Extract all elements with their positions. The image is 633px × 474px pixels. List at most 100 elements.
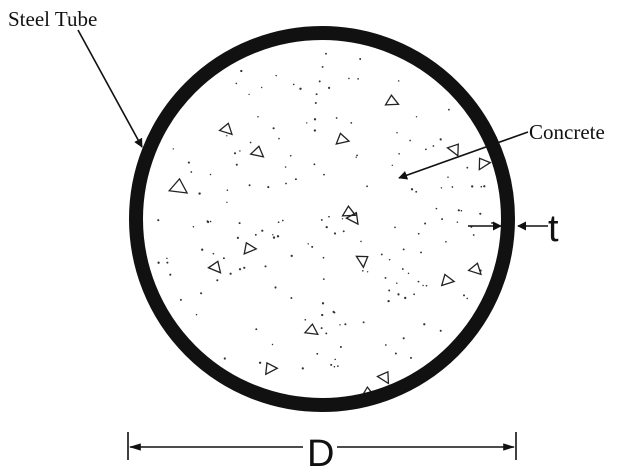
concrete-speckle	[397, 293, 400, 296]
aggregate-triangle	[355, 255, 369, 269]
concrete-speckle	[201, 248, 204, 251]
concrete-speckle	[238, 268, 242, 271]
concrete-speckle	[472, 234, 475, 236]
concrete-speckle	[192, 226, 195, 228]
concrete-speckle	[466, 166, 469, 169]
concrete-speckle	[417, 280, 420, 283]
concrete-speckle	[357, 78, 359, 80]
concrete-speckle	[157, 219, 160, 222]
concrete-speckle	[299, 87, 302, 90]
concrete-speckle	[179, 298, 182, 301]
concrete-speckle	[471, 185, 474, 188]
aggregate-triangle	[335, 132, 351, 145]
concrete-speckle	[272, 236, 276, 239]
concrete-speckle	[325, 52, 327, 55]
concrete-speckle	[233, 152, 237, 155]
concrete-speckle	[254, 233, 257, 236]
concrete-speckle	[417, 232, 420, 235]
concrete-speckle	[222, 257, 225, 260]
concrete-speckle	[424, 148, 427, 151]
concrete-speckle	[198, 192, 201, 195]
concrete-speckle	[284, 166, 287, 168]
concrete-speckle	[404, 296, 407, 300]
concrete-speckle	[402, 248, 405, 251]
concrete-speckle	[435, 207, 438, 210]
concrete-speckle	[432, 145, 435, 147]
concrete-speckle	[396, 282, 398, 284]
concrete-speckle	[333, 232, 337, 235]
aggregate-triangle	[478, 157, 492, 171]
concrete-speckle	[394, 226, 396, 229]
concrete-speckle	[281, 219, 284, 222]
concrete-speckle	[398, 152, 400, 155]
concrete-speckle	[320, 218, 323, 221]
concrete-speckle	[321, 302, 325, 305]
concrete-speckle	[362, 321, 365, 324]
concrete-speckle	[226, 135, 228, 137]
concrete-speckle	[410, 188, 414, 191]
concrete-speckle	[328, 215, 330, 218]
aggregate-triangle	[207, 260, 222, 274]
concrete-speckle	[229, 272, 232, 275]
concrete-speckle	[456, 221, 459, 223]
concrete-speckle	[360, 240, 362, 243]
concrete-speckle	[318, 80, 321, 83]
steel-tube-label: Steel Tube	[8, 7, 97, 31]
concrete-speckle	[278, 137, 280, 140]
concrete-speckle	[321, 65, 324, 68]
concrete-speckle	[339, 345, 342, 349]
concrete-speckle	[448, 108, 450, 111]
concrete-speckle	[248, 184, 251, 187]
concrete-speckle	[235, 163, 238, 166]
concrete-speckle	[337, 365, 339, 367]
concrete-speckle	[409, 139, 411, 142]
concrete-speckle	[316, 352, 319, 355]
concrete-speckle	[366, 185, 368, 188]
concrete-speckle	[166, 257, 168, 260]
concrete-speckle	[212, 252, 215, 255]
concrete-speckle	[305, 122, 308, 124]
concrete-speckle	[320, 327, 323, 330]
concrete-speckle	[491, 221, 494, 225]
concrete-speckle	[333, 365, 336, 368]
concrete-speckle	[350, 122, 353, 124]
concrete-speckle	[348, 77, 350, 80]
aggregate-triangle	[243, 241, 258, 255]
concrete-speckle	[292, 83, 295, 86]
concrete-speckle	[401, 268, 404, 270]
concrete-speckle	[479, 212, 482, 215]
concrete-speckle	[216, 279, 219, 282]
concrete-speckle	[264, 265, 267, 268]
concrete-speckle	[388, 289, 391, 292]
concrete-speckle	[200, 292, 203, 295]
concrete-speckle	[330, 363, 333, 366]
concrete-speckle	[409, 356, 413, 359]
concrete-speckle	[334, 358, 336, 361]
aggregate-triangle	[249, 145, 265, 158]
concrete-speckle	[457, 209, 460, 212]
concrete-speckle	[304, 318, 307, 321]
concrete-speckle	[415, 116, 418, 118]
concrete-speckle	[384, 276, 387, 279]
concrete-speckle	[440, 187, 443, 189]
concrete-speckle	[328, 86, 331, 89]
aggregate-triangle	[345, 211, 359, 226]
concrete-speckle	[272, 234, 274, 236]
concrete-speckle	[396, 132, 398, 134]
concrete-speckle	[323, 173, 325, 176]
aggregate-triangle	[303, 322, 319, 336]
concrete-speckle	[466, 297, 469, 300]
concrete-speckle	[277, 221, 280, 224]
concrete-speckle	[314, 102, 317, 104]
concrete-speckle	[258, 361, 262, 364]
concrete-speckle	[187, 161, 190, 164]
concrete-speckle	[289, 154, 292, 157]
diameter-label: D	[307, 433, 334, 474]
concrete-speckle	[267, 186, 270, 189]
aggregate-triangle	[446, 143, 459, 157]
concrete-speckle	[339, 324, 341, 326]
concrete-speckle	[275, 74, 277, 77]
concrete-speckle	[439, 138, 442, 141]
concrete-speckle	[209, 220, 212, 223]
